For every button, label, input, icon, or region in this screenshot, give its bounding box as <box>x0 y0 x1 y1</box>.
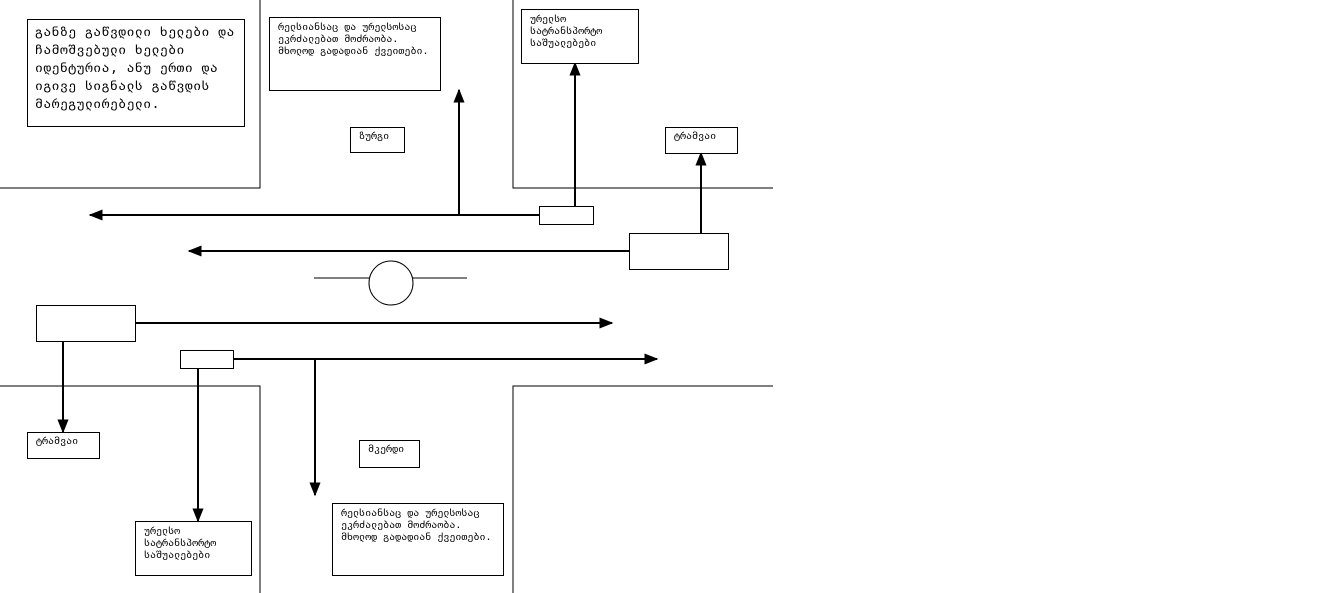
vehicle-top-large <box>629 233 729 270</box>
road-edge-bottom-left <box>0 385 261 593</box>
road-edge-top-left <box>0 0 261 189</box>
top-note: რელსიანსაც და ურელსოსაც ეკრძალებათ მოძრა… <box>269 17 441 91</box>
tram-left-label: ტრამვაი <box>27 432 100 459</box>
vehicle-top-small <box>539 206 594 225</box>
trackless-top-label: ურელსო სატრანსპორტო საშუალებები <box>521 9 639 64</box>
road-edges <box>0 0 773 593</box>
road-edge-bottom-right <box>512 385 773 593</box>
tram-right-label: ტრამვაი <box>665 127 738 154</box>
road-edge-top-right <box>512 0 773 189</box>
main-note: განზე გაწვდილი ხელები და ჩამოშვებული ხელ… <box>27 19 245 127</box>
back-label: ზურგი <box>350 127 405 153</box>
controller-icon <box>368 260 414 306</box>
vehicle-bottom-small <box>180 350 234 369</box>
chest-label: მკერდი <box>359 440 420 468</box>
traffic-controller <box>314 260 467 306</box>
vehicle-bottom-large <box>36 305 136 342</box>
bottom-note: რელსიანსაც და ურელსოსაც ეკრძალებათ მოძრა… <box>332 503 504 576</box>
trackless-bottom-label: ურელსო სატრანსპორტო საშუალებები <box>135 521 252 576</box>
movement-arrows <box>57 61 707 523</box>
